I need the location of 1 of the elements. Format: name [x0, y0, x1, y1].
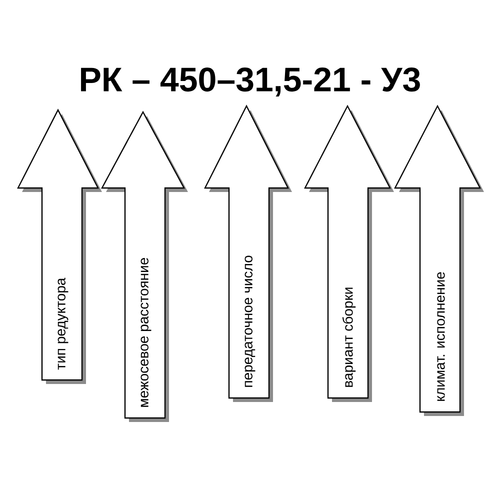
title: РК – 450–31,5-21 - У3: [81, 68, 420, 96]
